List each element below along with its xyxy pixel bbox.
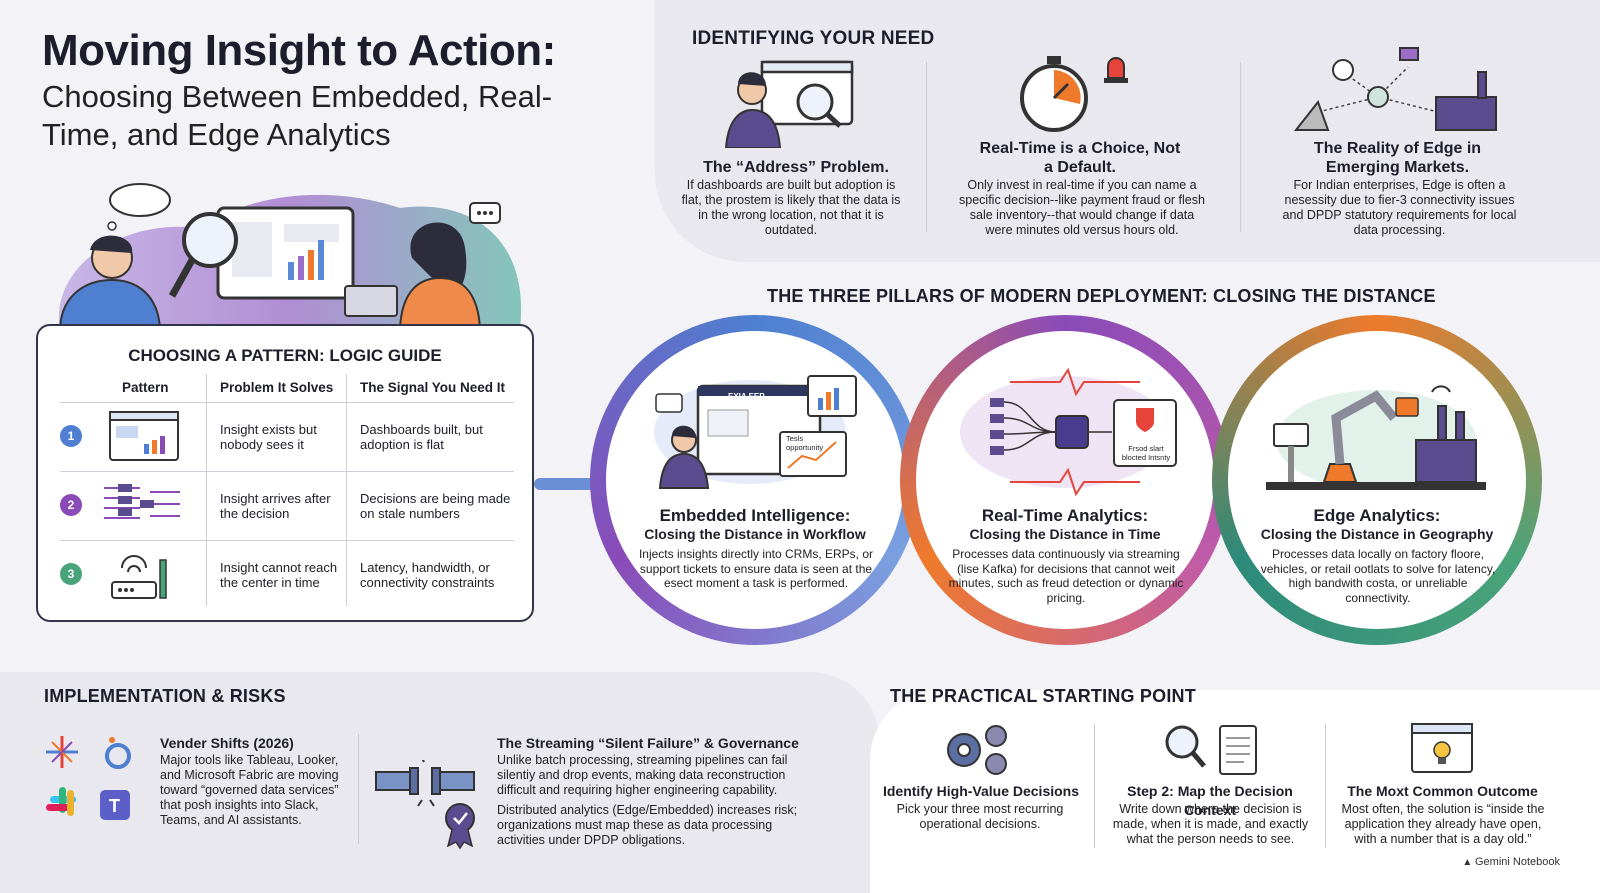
edge-subtitle: Closing the Distance in Geography <box>1260 526 1494 542</box>
pillars-heading: THE THREE PILLARS OF MODERN DEPLOYMENT: … <box>767 286 1436 306</box>
vendor-shifts-title: Vender Shifts (2026) <box>160 735 294 751</box>
address-problem-text: If dashboards are built but adoption is … <box>681 178 901 237</box>
connector <box>534 478 604 490</box>
brand-name: Gemini Notebook <box>1475 856 1560 868</box>
row-number: 2 <box>60 494 82 516</box>
need-heading: IDENTIFYING YOUR NEED <box>692 28 935 49</box>
edge-reality-title: The Reality of Edge in Emerging Markets. <box>1313 140 1482 176</box>
row-problem: Insight cannot reach the center in time <box>220 560 338 590</box>
address-problem-title: The “Address” Problem. <box>703 159 889 176</box>
row-number: 1 <box>60 425 82 447</box>
streaming-text-1: Unlike batch processing, streaming pipel… <box>497 753 788 797</box>
vendor-shifts-text: Major tools like Tableau, Looker, and Mi… <box>160 753 339 827</box>
col-signal: The Signal You Need It <box>360 380 506 395</box>
streaming-text-2: Distributed analytics (Edge/Embedded) in… <box>497 803 798 847</box>
shield-badge-icon <box>445 803 475 833</box>
realtime-title: Real-Time Analytics: <box>981 506 1149 525</box>
step-1-text: Pick your three most recurring operation… <box>896 802 1064 831</box>
laptop-icon <box>344 285 398 317</box>
row-problem: Insight arrives after the decision <box>220 491 331 521</box>
alarm-light-icon <box>1107 57 1125 79</box>
streaming-title: The Streaming “Silent Failure” & Governa… <box>497 735 799 751</box>
row-problem: Insight exists but nobody sees it <box>220 422 317 452</box>
brand-mark-icon: ▲ <box>1462 857 1475 868</box>
divider <box>1325 724 1326 848</box>
divider <box>1094 724 1095 848</box>
router-pattern-icon <box>111 555 167 599</box>
teams-icon <box>100 790 130 820</box>
address-problem-icon <box>724 60 854 148</box>
embedded-text: Injects insights directly into CRMs, ERP… <box>638 547 874 590</box>
edge-network-icon <box>1293 47 1497 131</box>
lightbulb-window-icon <box>1411 723 1473 773</box>
divider <box>1240 62 1241 232</box>
starting-point-heading: THE PRACTICAL STARTING POINT <box>890 686 1196 706</box>
dashboard-pattern-icon <box>109 411 179 461</box>
thought-bubble-icon <box>109 183 171 217</box>
col-problem: Problem It Solves <box>220 380 334 395</box>
step-2-title: Step 2: Map the Decision Context <box>1127 783 1293 818</box>
vendor-logos-icon: T <box>46 736 131 820</box>
starting-point-panel <box>870 690 1600 893</box>
factory-icon <box>1435 96 1497 131</box>
embedded-title: Embedded Intelligence: <box>659 506 851 525</box>
logic-guide-heading: CHOOSING A PATTERN: LOGIC GUIDE <box>128 346 442 365</box>
step-3-title: The Moxt Common Outcome <box>1347 783 1538 799</box>
magnifier-icon <box>182 212 238 268</box>
row-signal: Latency, handwidth, or connectivity cons… <box>360 560 495 590</box>
logic-guide: CHOOSING A PATTERN: LOGIC GUIDE Pattern … <box>36 324 534 622</box>
step-3-text: Most often, the solution is “inside the … <box>1341 802 1545 846</box>
row-signal: Decisions are being made on stale number… <box>360 491 511 521</box>
embedded-subtitle: Closing the Distance in Workflow <box>644 526 866 542</box>
chat-bubble-icon <box>655 393 683 413</box>
step-2-text: Write down where the decision is made, w… <box>1112 802 1309 846</box>
row-number: 3 <box>60 563 82 585</box>
embedded-art-title: EXIA EEP <box>728 392 765 401</box>
embedded-art-label: Tesls opportunity <box>786 434 824 452</box>
divider <box>926 62 927 232</box>
edge-reality-text: For Indian enterprises, Edge is often a … <box>1282 178 1517 237</box>
hero-illustration <box>58 183 522 328</box>
dish-icon <box>1293 99 1330 131</box>
realtime-art-label: Frsod slart blocted Intsnty <box>1121 444 1171 462</box>
realtime-subtitle: Closing the Distance in Time <box>969 526 1161 542</box>
real-time-choice-text: Only invest in real-time if you can name… <box>959 178 1205 237</box>
stopwatch-icon <box>1020 56 1128 132</box>
divider <box>358 734 359 844</box>
embedded-illustration <box>654 375 857 489</box>
realtime-illustration <box>960 368 1177 496</box>
search-document-icon <box>1165 725 1257 775</box>
real-time-choice-title: Real-Time is a Choice, Not a Default. <box>979 140 1181 176</box>
looker-icon <box>105 743 131 769</box>
satellite-icon <box>1399 47 1419 61</box>
implementation-heading: IMPLEMENTATION & RISKS <box>44 686 286 706</box>
slack-icon <box>46 787 76 816</box>
edge-illustration <box>1266 385 1486 490</box>
page-subtitle: Choosing Between Embedded, Real-Time, an… <box>42 79 553 152</box>
row-signal: Dashboards built, but adoption is flat <box>360 422 483 452</box>
svg-text:T: T <box>109 796 120 816</box>
gears-icon <box>947 725 1007 775</box>
edge-title: Edge Analytics: <box>1313 506 1441 525</box>
col-pattern: Pattern <box>122 380 169 395</box>
step-1-title: Identify High-Value Decisions <box>882 783 1080 799</box>
realtime-text: Processes data continuously via streamin… <box>948 547 1184 605</box>
footer-brand: ▲ Gemini Notebook <box>1462 856 1560 868</box>
stream-pattern-icon <box>104 484 180 519</box>
edge-text: Processes data locally on factory floore… <box>1260 547 1496 605</box>
broken-pipe-icon <box>375 760 475 850</box>
page-title: Moving Insight to Action: <box>42 26 556 75</box>
